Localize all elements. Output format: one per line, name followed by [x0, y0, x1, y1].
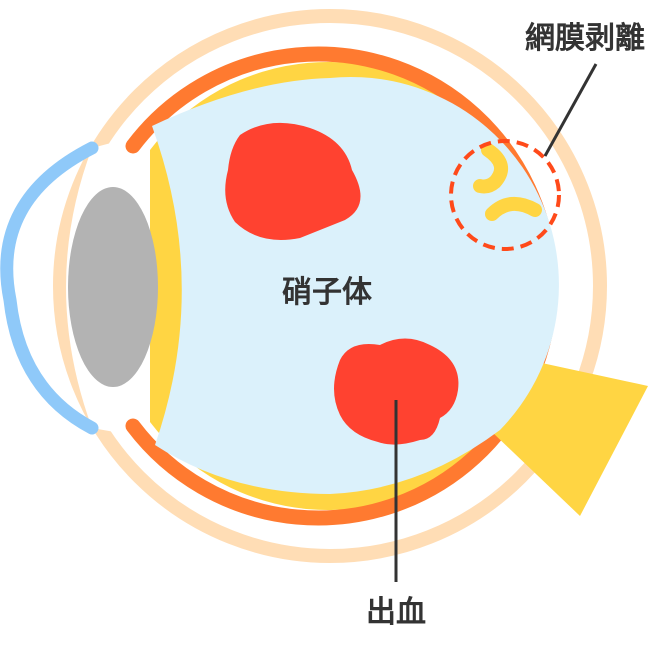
leader-line-detachment [543, 63, 598, 157]
detachment-fold-upper [473, 143, 509, 194]
detachment-fold-lower [485, 197, 542, 221]
lens [68, 187, 158, 387]
detachment-marker-circle [449, 139, 561, 251]
label-vitreous: 硝子体 [282, 275, 373, 310]
hemorrhage-blob-upper [225, 122, 361, 240]
label-retinal-detachment: 網膜剥離 [525, 21, 645, 56]
hemorrhage-blob-lower [334, 338, 459, 445]
label-hemorrhage: 出血 [366, 595, 426, 630]
cornea [0, 141, 99, 435]
optic-nerve [492, 360, 648, 516]
